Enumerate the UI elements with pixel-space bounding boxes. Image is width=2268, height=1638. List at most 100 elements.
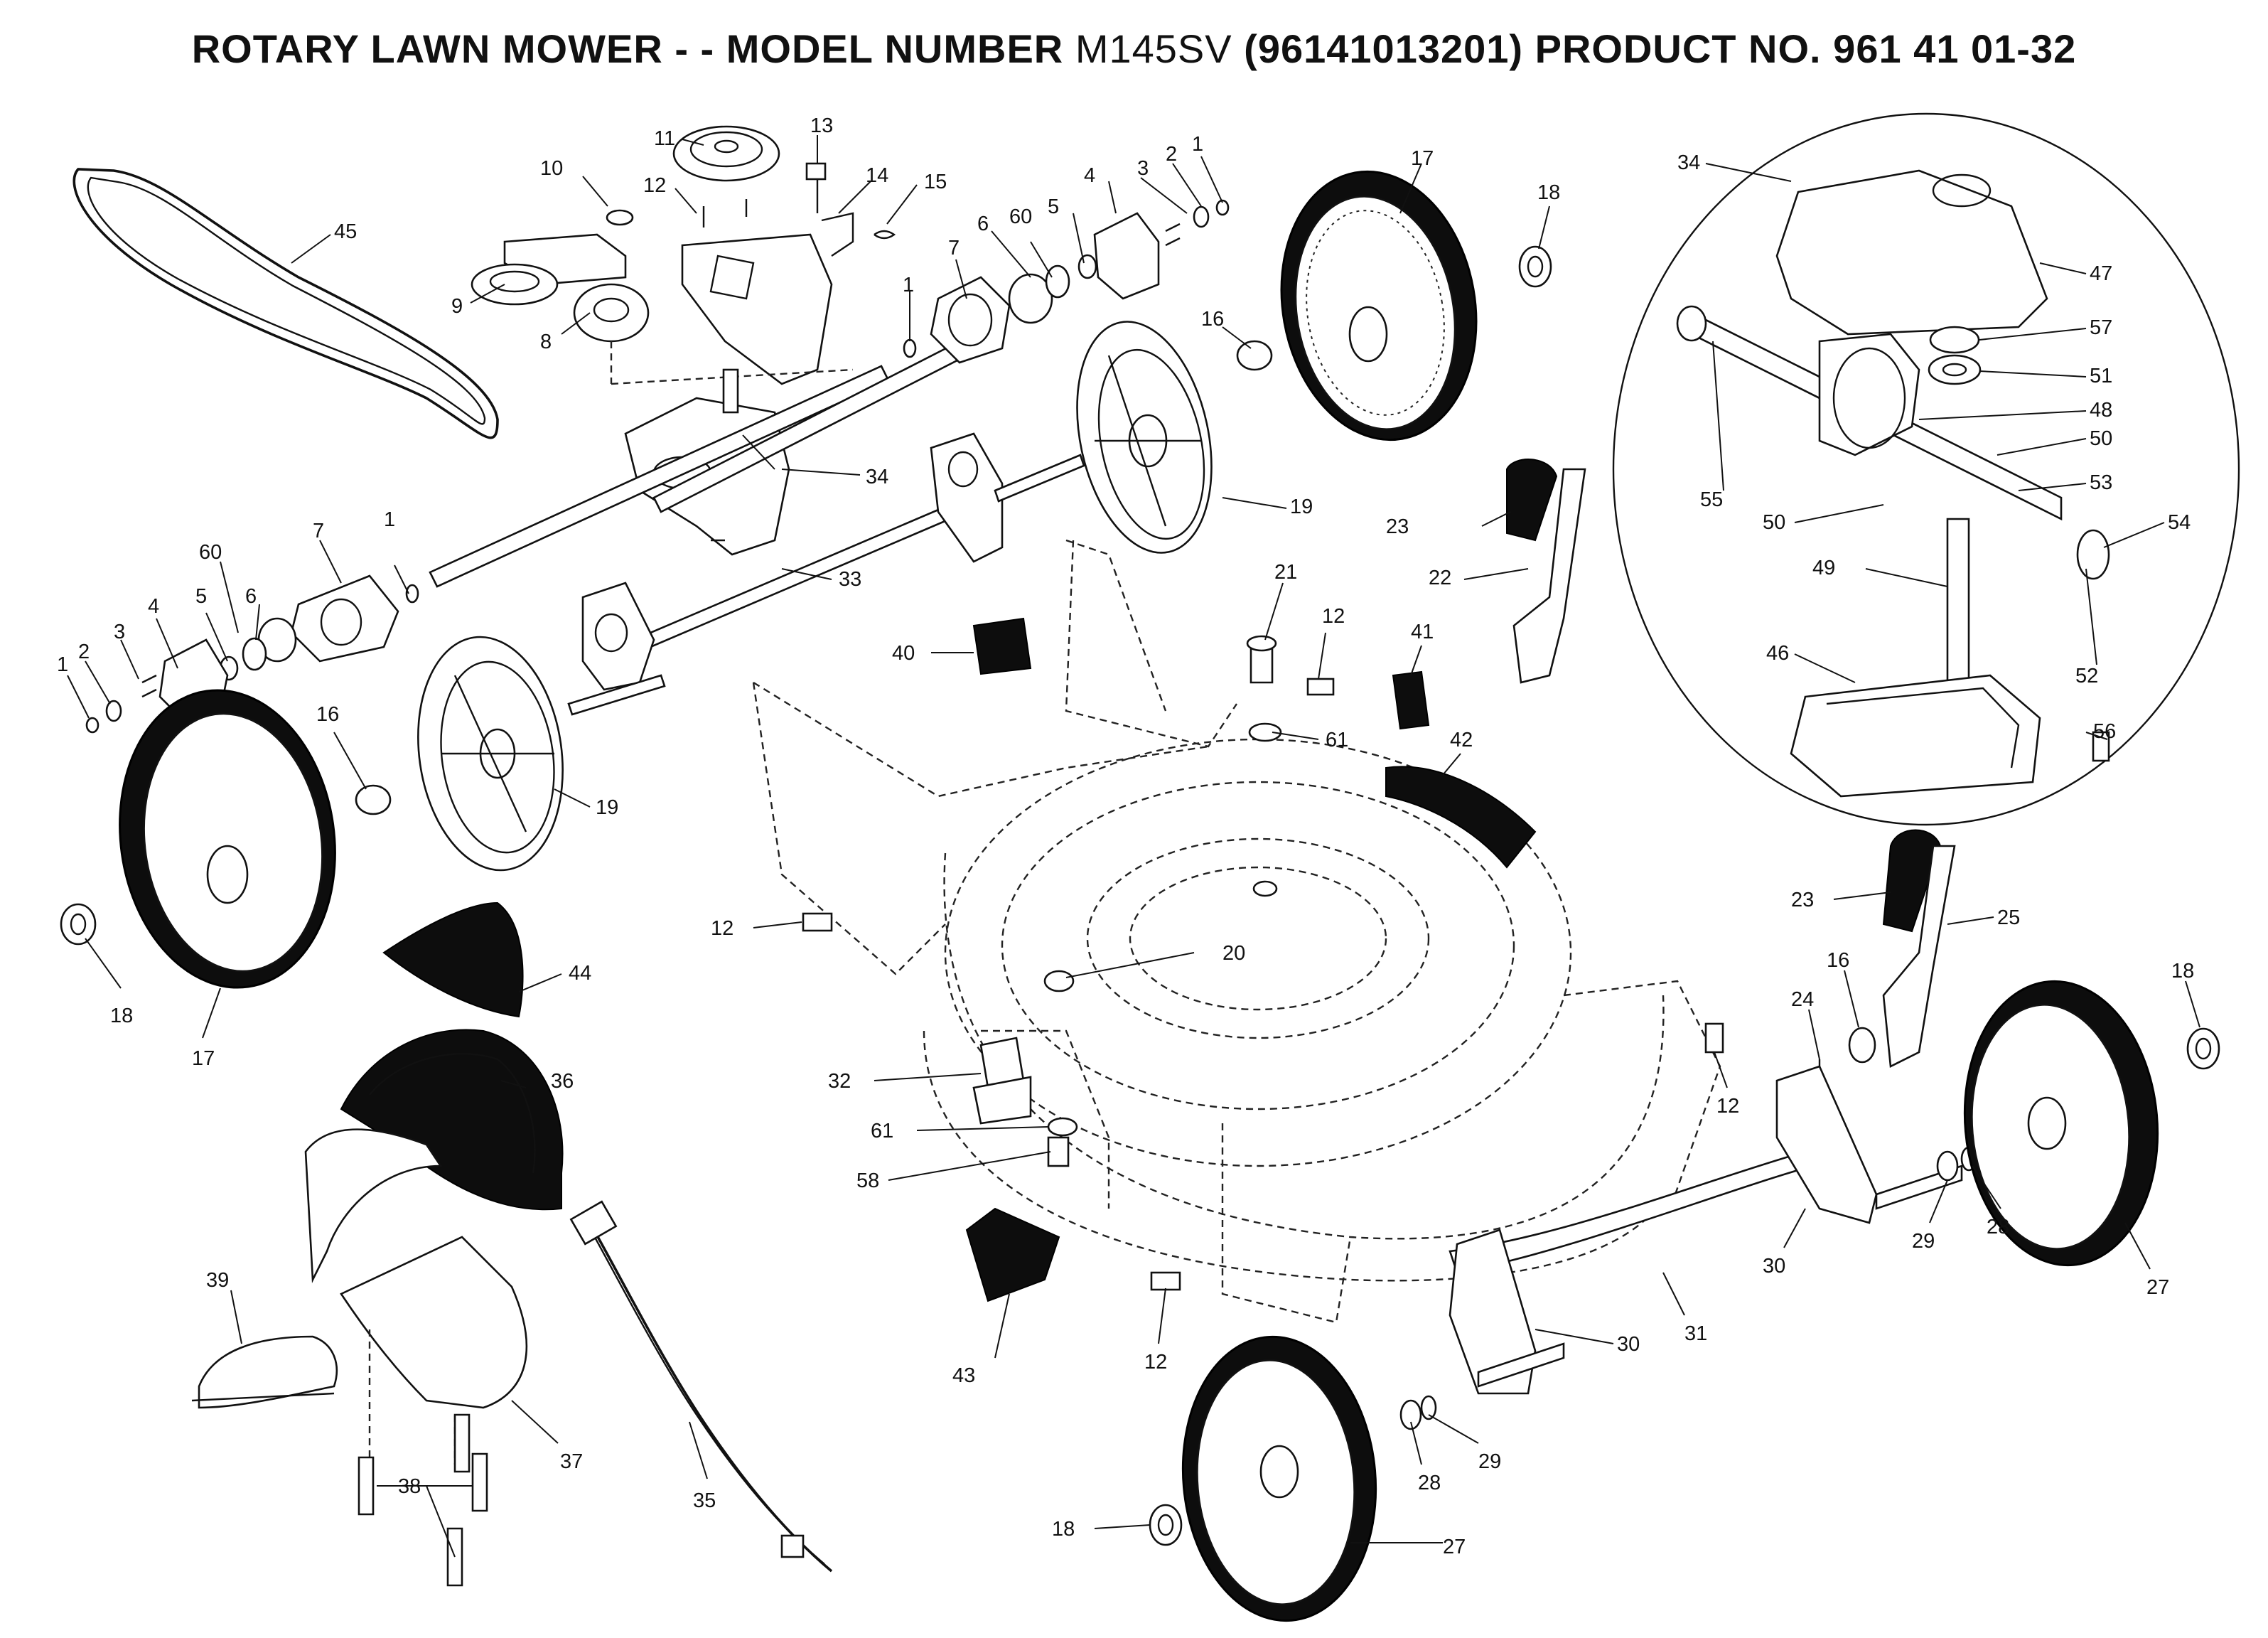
callout-53: 53	[2090, 471, 2112, 494]
callout-16: 16	[1827, 949, 1849, 972]
title-suffix: (96141013201) PRODUCT NO. 961 41 01-32	[1244, 26, 2077, 71]
height-lever-upper	[1506, 459, 1586, 684]
wheel-upper-right	[1236, 170, 1552, 441]
cover-44	[382, 901, 524, 1018]
front-axle	[1399, 1065, 1977, 1430]
callout-34: 34	[1677, 151, 1700, 174]
callout-24: 24	[1791, 988, 1814, 1011]
callout-57: 57	[2090, 316, 2112, 339]
leader-lines	[67, 135, 2200, 1558]
label-43	[965, 1207, 1060, 1302]
callout-6: 6	[245, 585, 257, 608]
callout-1: 1	[1192, 133, 1203, 156]
callout-16: 16	[316, 703, 339, 726]
wheel-lower-left	[60, 689, 336, 989]
callout-55: 55	[1700, 488, 1723, 511]
drive-shaft	[429, 333, 982, 588]
rear-axle	[567, 432, 1085, 716]
callout-36: 36	[551, 1070, 574, 1093]
callout-7: 7	[948, 237, 960, 259]
callout-18: 18	[1537, 181, 1560, 204]
wheel-front-right	[1963, 980, 2220, 1267]
callout-18: 18	[1052, 1518, 1075, 1541]
callout-38: 38	[398, 1475, 421, 1498]
callout-61: 61	[871, 1120, 893, 1142]
callout-39: 39	[206, 1269, 229, 1292]
callout-41: 41	[1411, 621, 1434, 643]
title-prefix: ROTARY LAWN MOWER - - MODEL NUMBER	[191, 26, 1064, 71]
wheel-hubcap-upper	[1076, 321, 1213, 554]
callout-4: 4	[148, 595, 159, 618]
callout-60: 60	[199, 541, 222, 564]
callout-54: 54	[2168, 511, 2191, 534]
callout-28: 28	[1987, 1216, 2009, 1238]
callout-33: 33	[839, 568, 861, 591]
callout-21: 21	[1274, 561, 1297, 584]
callout-2: 2	[78, 641, 90, 663]
title-model: M145SV	[1075, 26, 1232, 71]
callout-5: 5	[195, 585, 207, 608]
callout-19: 19	[596, 796, 618, 819]
callout-60: 60	[1009, 205, 1032, 228]
height-lever-lower	[1818, 829, 1956, 1081]
callout-27: 27	[1443, 1536, 1466, 1558]
callout-12: 12	[1716, 1095, 1739, 1118]
callout-49: 49	[1812, 557, 1835, 579]
rear-deflector	[1385, 766, 1537, 869]
callout-5: 5	[1048, 196, 1059, 218]
wheel-front-bottom	[1149, 1335, 1377, 1622]
callout-29: 29	[1478, 1450, 1501, 1473]
bolts-38	[358, 1413, 488, 1587]
callout-23: 23	[1791, 889, 1814, 911]
callout-58: 58	[856, 1169, 879, 1192]
drive-belt	[72, 168, 499, 439]
callout-35: 35	[693, 1489, 716, 1512]
callout-7: 7	[313, 520, 324, 542]
callout-30: 30	[1763, 1255, 1785, 1278]
callout-25: 25	[1997, 906, 2020, 929]
callout-18: 18	[2171, 960, 2194, 983]
mulch-plate	[191, 1236, 528, 1465]
callout-43: 43	[952, 1364, 975, 1387]
callout-9: 9	[451, 295, 463, 318]
callout-52: 52	[2075, 665, 2098, 687]
grass-bag-frame	[304, 1029, 564, 1283]
callout-1: 1	[384, 508, 395, 531]
callout-6: 6	[977, 213, 989, 235]
callout-23: 23	[1386, 515, 1409, 538]
callout-51: 51	[2090, 365, 2112, 387]
callout-37: 37	[560, 1450, 583, 1473]
gear-case-detail-inset	[1612, 112, 2240, 826]
callout-27: 27	[2146, 1276, 2169, 1299]
callout-12: 12	[1144, 1351, 1167, 1374]
callout-3: 3	[1137, 157, 1149, 180]
callout-45: 45	[334, 220, 357, 243]
callout-10: 10	[540, 157, 563, 180]
callout-12: 12	[711, 917, 733, 940]
callout-22: 22	[1429, 567, 1451, 589]
callout-56: 56	[2093, 720, 2116, 743]
callout-44: 44	[569, 962, 591, 985]
deck-fittings	[802, 635, 1724, 1291]
callout-42: 42	[1450, 729, 1473, 751]
callout-8: 8	[540, 331, 552, 353]
callout-16: 16	[1201, 308, 1224, 331]
diagram-title: ROTARY LAWN MOWER - - MODEL NUMBER M145S…	[0, 26, 2268, 72]
right-drive-parts	[903, 199, 1230, 364]
control-cable	[569, 1200, 833, 1573]
callout-61: 61	[1326, 729, 1348, 751]
callout-19: 19	[1290, 496, 1313, 518]
callout-1: 1	[903, 274, 914, 296]
callout-3: 3	[114, 621, 125, 643]
callout-50: 50	[2090, 427, 2112, 450]
callout-14: 14	[866, 164, 888, 187]
warning-label-41	[1392, 670, 1430, 730]
callout-12: 12	[1322, 605, 1345, 628]
callout-1: 1	[57, 653, 68, 676]
callout-47: 47	[2090, 262, 2112, 285]
callout-32: 32	[828, 1070, 851, 1093]
callout-34: 34	[866, 466, 888, 488]
callout-labels: 45 11 13 10 12 14 15 9 8 4 3 2 1 60 6 5 …	[57, 114, 2194, 1558]
callout-30: 30	[1617, 1333, 1640, 1356]
